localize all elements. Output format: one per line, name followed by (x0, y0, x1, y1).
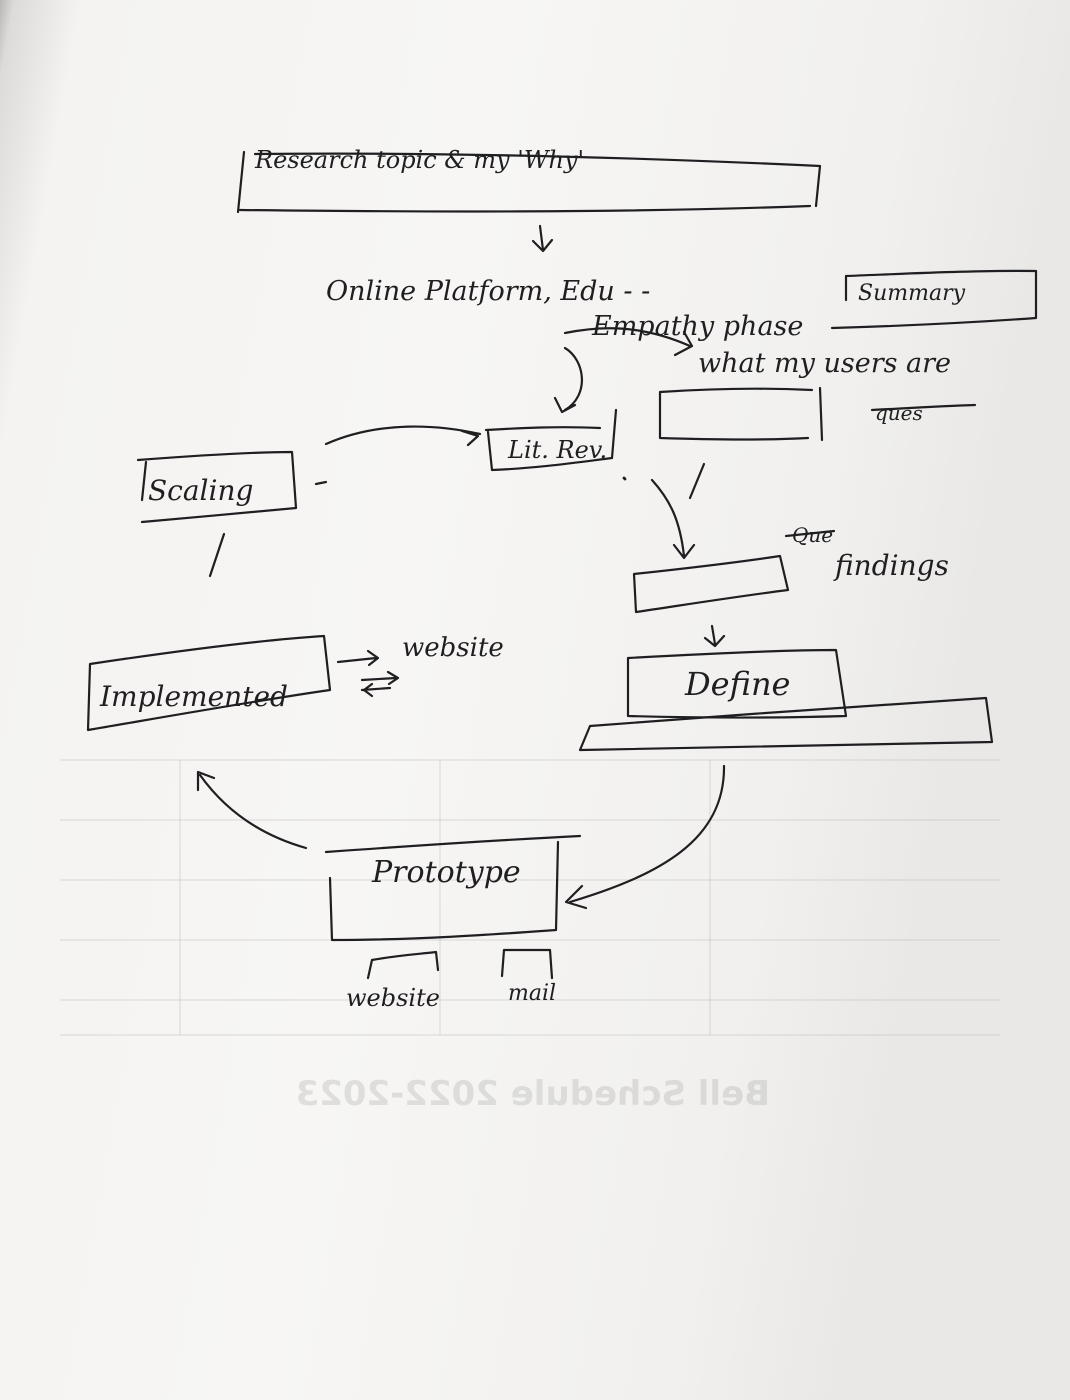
dot-near-litrev (622, 476, 627, 481)
research-topic-node: Research topic & my 'Why' (236, 146, 822, 214)
implemented-to-website-arrow (336, 649, 380, 667)
define-node: Define (578, 648, 994, 752)
findings-empty-box (632, 554, 790, 614)
scaling-to-litrev-arrow (324, 425, 482, 447)
define-to-prototype-arrow (564, 764, 726, 910)
prototype-to-implemented-arrow (196, 770, 308, 850)
implemented-label: Implemented (99, 680, 288, 713)
empathy-to-litrev-arrow (553, 346, 583, 414)
question-underline (870, 403, 977, 412)
bleed-through-title: Bell Schedule 2022-2023 (296, 1074, 771, 1114)
empathy-arrow (563, 327, 694, 357)
prototype-node: Prototype (324, 834, 582, 942)
website-return-arrow (360, 670, 400, 698)
lit-rev-node: Lit. Rev. (484, 408, 618, 472)
research-topic-label: Research topic & my 'Why' (254, 146, 584, 174)
summary-label: Summary (858, 281, 966, 306)
litrev-to-findings-arrow (650, 478, 696, 560)
empathy-phase-label: Empathy phase (591, 311, 803, 342)
define-label: Define (684, 665, 790, 703)
summary-node: Summary (830, 269, 1038, 330)
website-bracket (366, 950, 440, 980)
scaling-dash (314, 480, 328, 486)
findings-label: findings (833, 549, 949, 582)
arrow-research-to-platform (531, 224, 554, 253)
mail-label: mail (508, 981, 556, 1006)
mail-box (500, 948, 554, 980)
implemented-node: Implemented (86, 634, 332, 732)
users-to-findings-slash (688, 462, 706, 500)
bleed-through-back-page: Bell Schedule 2022-2023 (60, 759, 1000, 1114)
website-top-label: website (402, 633, 504, 663)
scaling-node: Scaling (136, 450, 298, 524)
findings-strike (784, 529, 836, 538)
findings-to-define-arrow (703, 624, 726, 648)
users-empty-box (658, 386, 824, 442)
website-bottom-label: website (346, 984, 440, 1012)
scaling-label: Scaling (148, 474, 253, 507)
question-note: ques (875, 401, 923, 425)
implemented-to-scaling-arrow (208, 532, 226, 578)
prototype-label: Prototype (371, 855, 521, 890)
what-my-users-label: what my users are (698, 348, 951, 379)
lit-rev-label: Lit. Rev. (507, 436, 607, 464)
online-platform-label: Online Platform, Edu - - (326, 276, 650, 307)
